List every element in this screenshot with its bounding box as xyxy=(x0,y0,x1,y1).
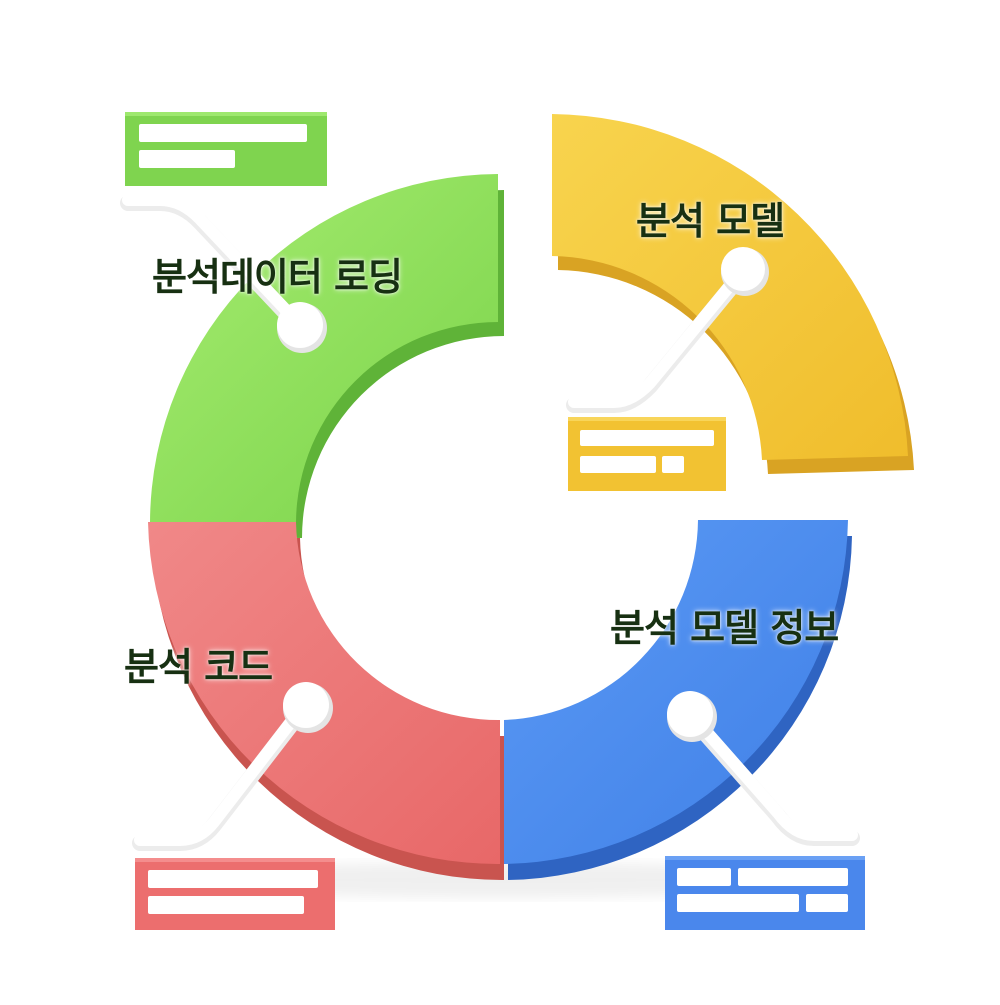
placeholder-bar xyxy=(148,896,304,914)
placeholder-bar xyxy=(677,868,731,886)
segment-label-green: 분석데이터 로딩 xyxy=(152,255,403,299)
segment-label-blue: 분석 모델 정보 xyxy=(610,606,839,650)
callout-blue xyxy=(665,691,865,930)
placeholder-bar xyxy=(580,430,714,446)
segment-label-yellow: 분석 모델 xyxy=(636,199,785,243)
placeholder-bar xyxy=(139,150,235,168)
callout-red xyxy=(132,682,335,930)
placeholder-bar xyxy=(580,456,656,473)
placeholder-bar xyxy=(139,124,307,142)
placeholder-bar xyxy=(148,870,318,888)
placeholder-bar xyxy=(677,894,799,912)
callout-green xyxy=(120,112,327,353)
segment-green xyxy=(150,174,504,538)
placeholder-bar xyxy=(806,894,848,912)
segment-label-red: 분석 코드 xyxy=(124,645,273,689)
placeholder-bar xyxy=(662,456,684,473)
placeholder-bar xyxy=(738,868,848,886)
callout-yellow xyxy=(566,247,769,491)
